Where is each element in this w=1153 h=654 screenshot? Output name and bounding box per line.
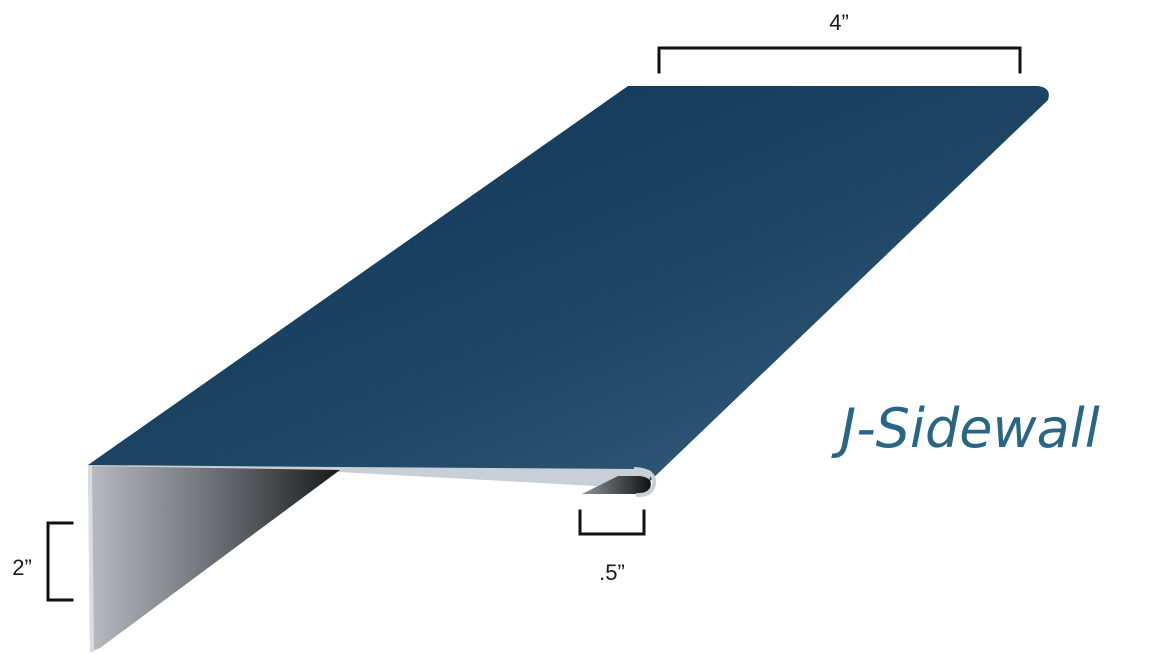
side-height-bracket bbox=[46, 521, 74, 602]
top-panel bbox=[88, 86, 1049, 487]
flange-edge bbox=[88, 465, 94, 653]
side-flange bbox=[88, 466, 340, 652]
hem-width-label: .5” bbox=[599, 560, 625, 585]
diagram-title: J-Sidewall bbox=[831, 397, 1099, 460]
hem-return bbox=[582, 476, 651, 494]
top-width-bracket bbox=[657, 46, 1022, 74]
hem-curl bbox=[633, 467, 657, 498]
hem-width-bracket bbox=[578, 509, 646, 536]
top-width-label: 4” bbox=[829, 10, 849, 35]
side-height-label: 2” bbox=[12, 555, 32, 580]
